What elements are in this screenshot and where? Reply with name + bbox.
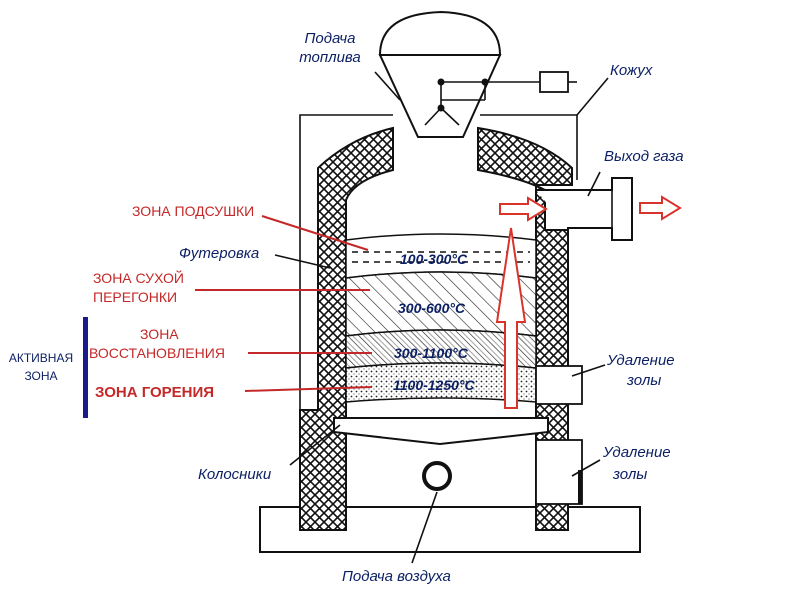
drying-zone-label: ЗОНА ПОДСУШКИ: [132, 203, 254, 219]
ash-removal-1-label-1: Удаление: [606, 352, 675, 369]
combustion-zone-label: ЗОНА ГОРЕНИЯ: [95, 384, 214, 401]
gas-outlet-label: Выход газа: [604, 148, 684, 165]
drying-temperature: 100-300°C: [400, 251, 468, 267]
active-zone-bar: [83, 317, 88, 418]
fuel-hopper: [378, 10, 502, 56]
gas-exit-arrow: [639, 195, 682, 221]
air-feed-label: Подача воздуха: [342, 568, 451, 585]
combustion-temperature: 1100-1250°C: [393, 377, 476, 393]
ash-box-1: [535, 365, 583, 405]
gas-flow-arrow-up: [495, 227, 527, 409]
lining-label: Футеровка: [179, 245, 259, 262]
ash-removal-2-label-2: золы: [612, 466, 647, 483]
hopper-throat: [378, 54, 502, 138]
ash-removal-1-label-2: золы: [626, 372, 661, 389]
left-lining: [299, 126, 394, 531]
active-zone-label-2: ЗОНА: [24, 369, 57, 383]
reduction-zone-label-2: ВОССТАНОВЛЕНИЯ: [89, 345, 225, 361]
ash-removal-2-label-1: Удаление: [602, 444, 671, 461]
dry-distillation-zone-label-2: ПЕРЕГОНКИ: [93, 289, 177, 305]
active-zone-label-1: АКТИВНАЯ: [9, 351, 73, 365]
fuel-feed-label-2: топлива: [299, 49, 361, 66]
dry-distillation-temperature: 300-600°C: [398, 300, 466, 316]
grates-label: Колосники: [198, 466, 272, 483]
dry-distillation-zone-label-1: ЗОНА СУХОЙ: [93, 269, 184, 286]
air-inlet: [422, 461, 452, 491]
zone-leader-lines: [195, 215, 373, 392]
leader-lines: [274, 71, 609, 564]
fuel-feed-label-1: Подача: [305, 30, 356, 47]
feed-mechanism: [424, 71, 577, 126]
reduction-temperature: 300-1100°C: [394, 345, 469, 361]
casing-label: Кожух: [610, 62, 653, 79]
grates: [333, 417, 549, 446]
reduction-zone-label-1: ЗОНА: [140, 326, 179, 342]
ash-box-2: [535, 439, 583, 505]
gas-flow-arrow-right: [499, 196, 548, 222]
